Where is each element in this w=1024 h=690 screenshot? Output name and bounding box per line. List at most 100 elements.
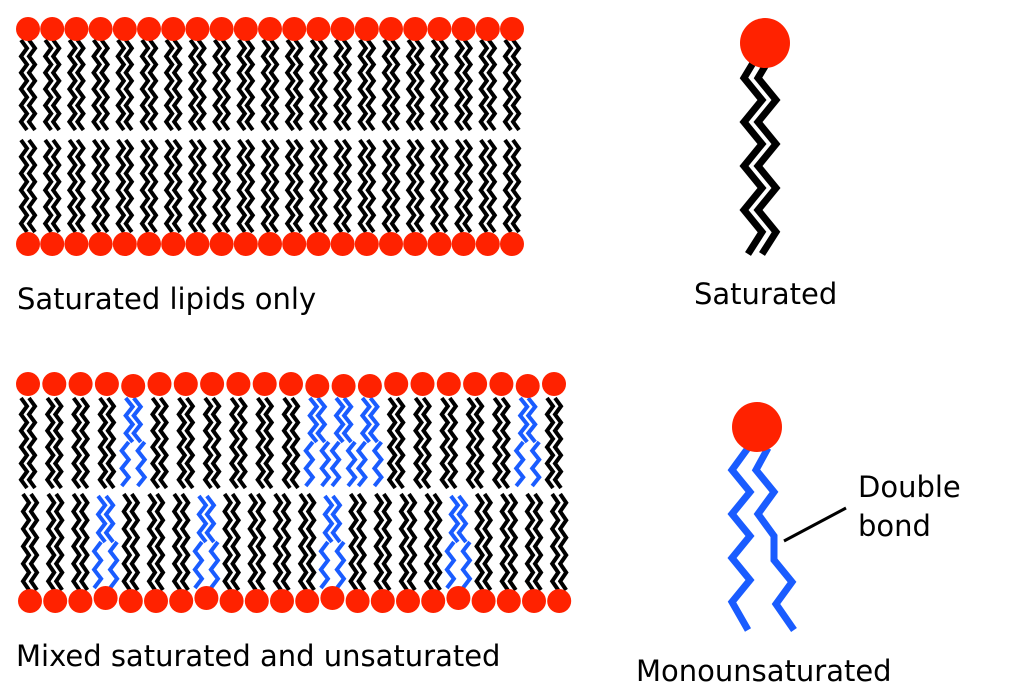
lower-saturated-tail [220,138,232,234]
lower-saturated-tail [146,492,158,592]
upper-unsaturated-tail-lower-b [371,440,384,488]
upper-saturated-tail [462,38,474,132]
upper-unsaturated-tail [303,396,332,488]
lower-unsaturated-tail-upper-b [330,494,343,544]
upper-saturated-tail [405,38,417,132]
lower-saturated-tail [482,492,494,592]
upper-saturated-tail [386,396,398,490]
lower-unsaturated-tail-lower-a [91,540,104,590]
upper-head-group [330,17,355,41]
lower-unsaturated-tail-lower-b [460,540,473,590]
lower-head-group [522,589,546,613]
upper-head-group [233,17,258,41]
lower-head-group [40,232,65,256]
upper-unsaturated-tail-upper-b [367,396,380,444]
lower-saturated-tail [129,492,141,592]
upper-head-group [252,372,277,396]
upper-saturated-tail [66,38,78,132]
lower-saturated-tail [381,138,393,234]
lower-saturated-tail [78,492,90,592]
upper-saturated-tail [281,396,293,490]
upper-saturated-tail [316,38,328,132]
lower-saturated-tail [405,138,417,234]
upper-saturated-tail [105,396,117,490]
upper-saturated-tail [236,396,248,490]
lower-saturated-tail [280,492,292,592]
lower-saturated-tail [333,138,345,234]
upper-head-group [185,17,210,41]
upper-head-group [451,17,476,41]
lower-head-group [282,232,307,256]
upper-unsaturated-tail-lower-a [329,440,342,488]
lower-head-group [500,232,524,256]
lower-saturated-tail [42,138,54,234]
upper-unsaturated-tail-lower-b [345,440,358,488]
lower-saturated-tail [429,138,441,234]
upper-saturated-tail [437,38,449,132]
upper-head-group [121,374,146,398]
lower-unsaturated-tail [444,494,473,590]
upper-head-group [489,372,514,396]
upper-saturated-tail [413,396,424,490]
upper-saturated-tail [394,396,406,490]
lower-saturated-tail [268,138,280,234]
lower-unsaturated-tail [192,494,221,590]
saturated-tail-chain-b [753,56,781,256]
upper-unsaturated-tail-upper-b [525,396,538,444]
upper-head-group [282,17,307,41]
upper-saturated-tail [220,38,232,132]
lower-saturated-tail [423,492,435,592]
upper-unsaturated-tail-upper-b [131,396,144,444]
lower-head-group [295,589,320,613]
lower-saturated-tail [154,492,166,592]
lower-saturated-tail [139,138,151,234]
monounsaturated-tail-chain-b [751,446,797,632]
lower-head-group [354,232,379,256]
double-bond-pointer-line [783,506,847,543]
upper-saturated-tail [499,396,511,490]
upper-saturated-tail [18,38,30,132]
lower-saturated-tail [507,492,519,592]
upper-unsaturated-tail-lower-a [513,440,526,488]
lower-saturated-tail [26,138,38,234]
monounsaturated-lipid-illustration [727,402,847,632]
upper-head-group [88,17,113,41]
lower-saturated-tail [510,138,522,234]
lower-head-group [219,589,244,613]
mixed-bilayer [16,372,572,613]
lower-saturated-tail [381,492,393,592]
upper-unsaturated-tail-upper-a [307,396,320,444]
lower-head-group [43,589,68,613]
upper-saturated-tail [413,38,425,132]
upper-saturated-tail [421,396,432,490]
lower-saturated-tail [179,492,191,592]
lower-saturated-tail [247,492,259,592]
lower-saturated-tail [454,138,466,234]
upper-saturated-tail [228,396,240,490]
lower-unsaturated-tail-upper-a [448,494,461,544]
upper-saturated-tail [486,38,498,132]
upper-saturated-tail [50,38,62,132]
lower-head-group [68,589,93,613]
upper-head-group [384,372,409,396]
upper-saturated-tail [99,38,111,132]
lower-unsaturated-tail-lower-b [107,540,120,590]
lower-saturated-tail [524,492,536,592]
lower-head-group [244,589,269,613]
upper-saturated-tail [176,396,188,490]
saturated-bilayer [16,17,524,256]
upper-head-group [379,17,403,41]
upper-head-group [209,17,234,41]
lower-head-group [18,589,42,613]
lower-unsaturated-tail-upper-b [456,494,469,544]
lower-saturated-tail [478,138,490,234]
upper-head-group [173,372,198,396]
lower-unsaturated-tail-upper-b [204,494,217,544]
upper-saturated-tail [289,396,301,490]
upper-saturated-tail [236,38,248,132]
lower-saturated-tail [260,138,272,234]
upper-head-group [137,17,161,41]
upper-unsaturated-tail-upper-a [333,396,346,444]
upper-head-group [436,372,461,396]
lower-head-group [427,232,452,256]
